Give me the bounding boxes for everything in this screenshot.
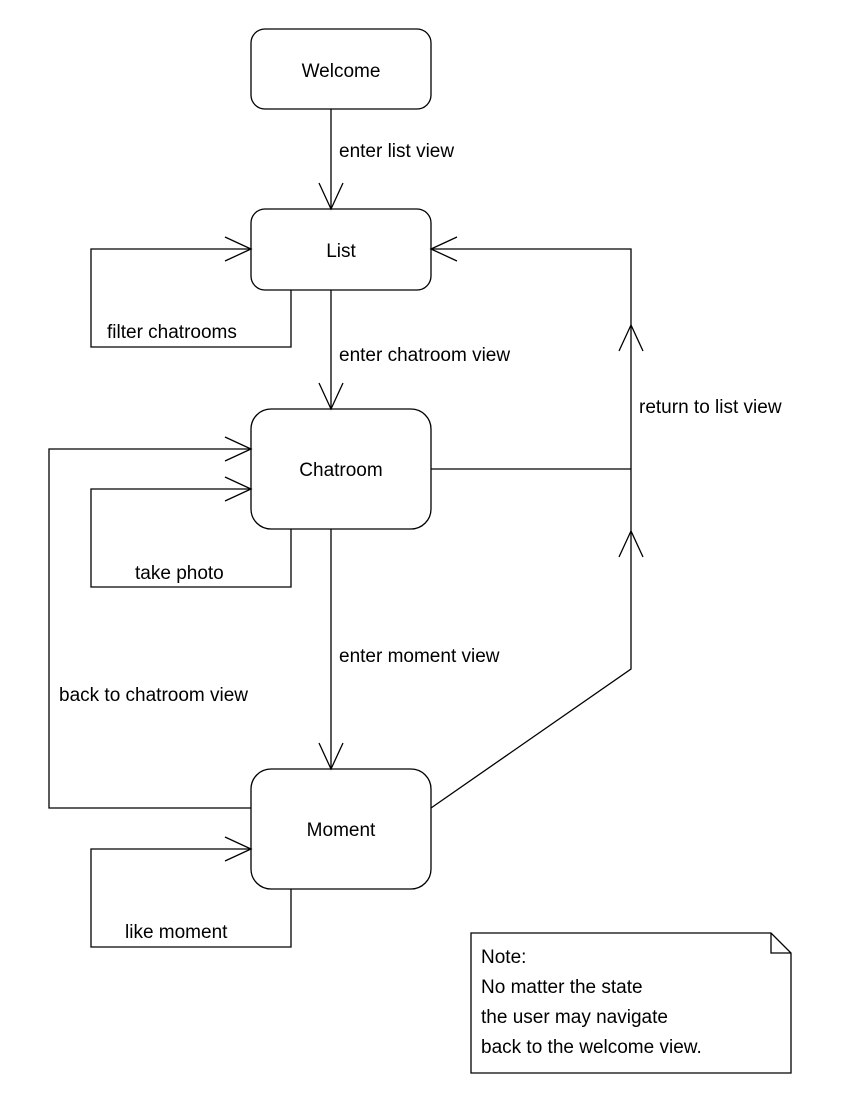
note-line-2: No matter the state xyxy=(481,977,643,998)
state-chatroom: Chatroom xyxy=(250,408,432,530)
arrowhead xyxy=(224,836,253,862)
arrowhead xyxy=(224,236,253,262)
arrowhead xyxy=(224,436,253,462)
edge-enter-moment-view: enter moment view xyxy=(318,529,500,771)
edge-label-enter-list-view: enter list view xyxy=(339,141,454,162)
state-moment-label: Moment xyxy=(307,820,376,841)
edge-label-enter-chatroom-view: enter chatroom view xyxy=(339,345,510,366)
edge-back-to-chatroom-view: back to chatroom view xyxy=(48,436,253,809)
note-line-1: Note: xyxy=(481,947,526,968)
arrowhead xyxy=(318,382,344,411)
edge-filter-chatrooms: filter chatrooms xyxy=(90,236,292,348)
state-welcome-label: Welcome xyxy=(302,61,381,82)
edge-enter-list-view: enter list view xyxy=(318,109,454,211)
arrowhead xyxy=(429,236,458,262)
edge-label-filter-chatrooms: filter chatrooms xyxy=(107,322,237,343)
edge-label-return-to-list-view: return to list view xyxy=(639,397,782,418)
state-list: List xyxy=(250,208,432,291)
edge-label-take-photo: take photo xyxy=(135,563,224,584)
arrowhead xyxy=(224,476,253,502)
edge-take-photo: take photo xyxy=(90,476,292,588)
state-welcome: Welcome xyxy=(250,28,432,110)
note-line-3: the user may navigate xyxy=(481,1007,668,1028)
note-line-4: back to the welcome view. xyxy=(481,1037,702,1058)
arrowhead xyxy=(618,323,644,352)
edge-enter-chatroom-view: enter chatroom view xyxy=(318,290,510,411)
edge-label-back-to-chatroom-view: back to chatroom view xyxy=(59,685,248,706)
edge-label-like-moment: like moment xyxy=(125,922,228,943)
edge-like-moment: like moment xyxy=(90,836,292,948)
arrowhead xyxy=(318,182,344,211)
state-moment: Moment xyxy=(250,768,432,890)
edge-label-enter-moment-view: enter moment view xyxy=(339,646,500,667)
state-list-label: List xyxy=(326,241,356,262)
note: Note: No matter the state the user may n… xyxy=(470,932,792,1074)
arrowhead xyxy=(318,742,344,771)
arrowhead xyxy=(618,529,644,558)
state-chatroom-label: Chatroom xyxy=(299,460,382,481)
edge-return-to-list-view: return to list view xyxy=(429,236,782,809)
